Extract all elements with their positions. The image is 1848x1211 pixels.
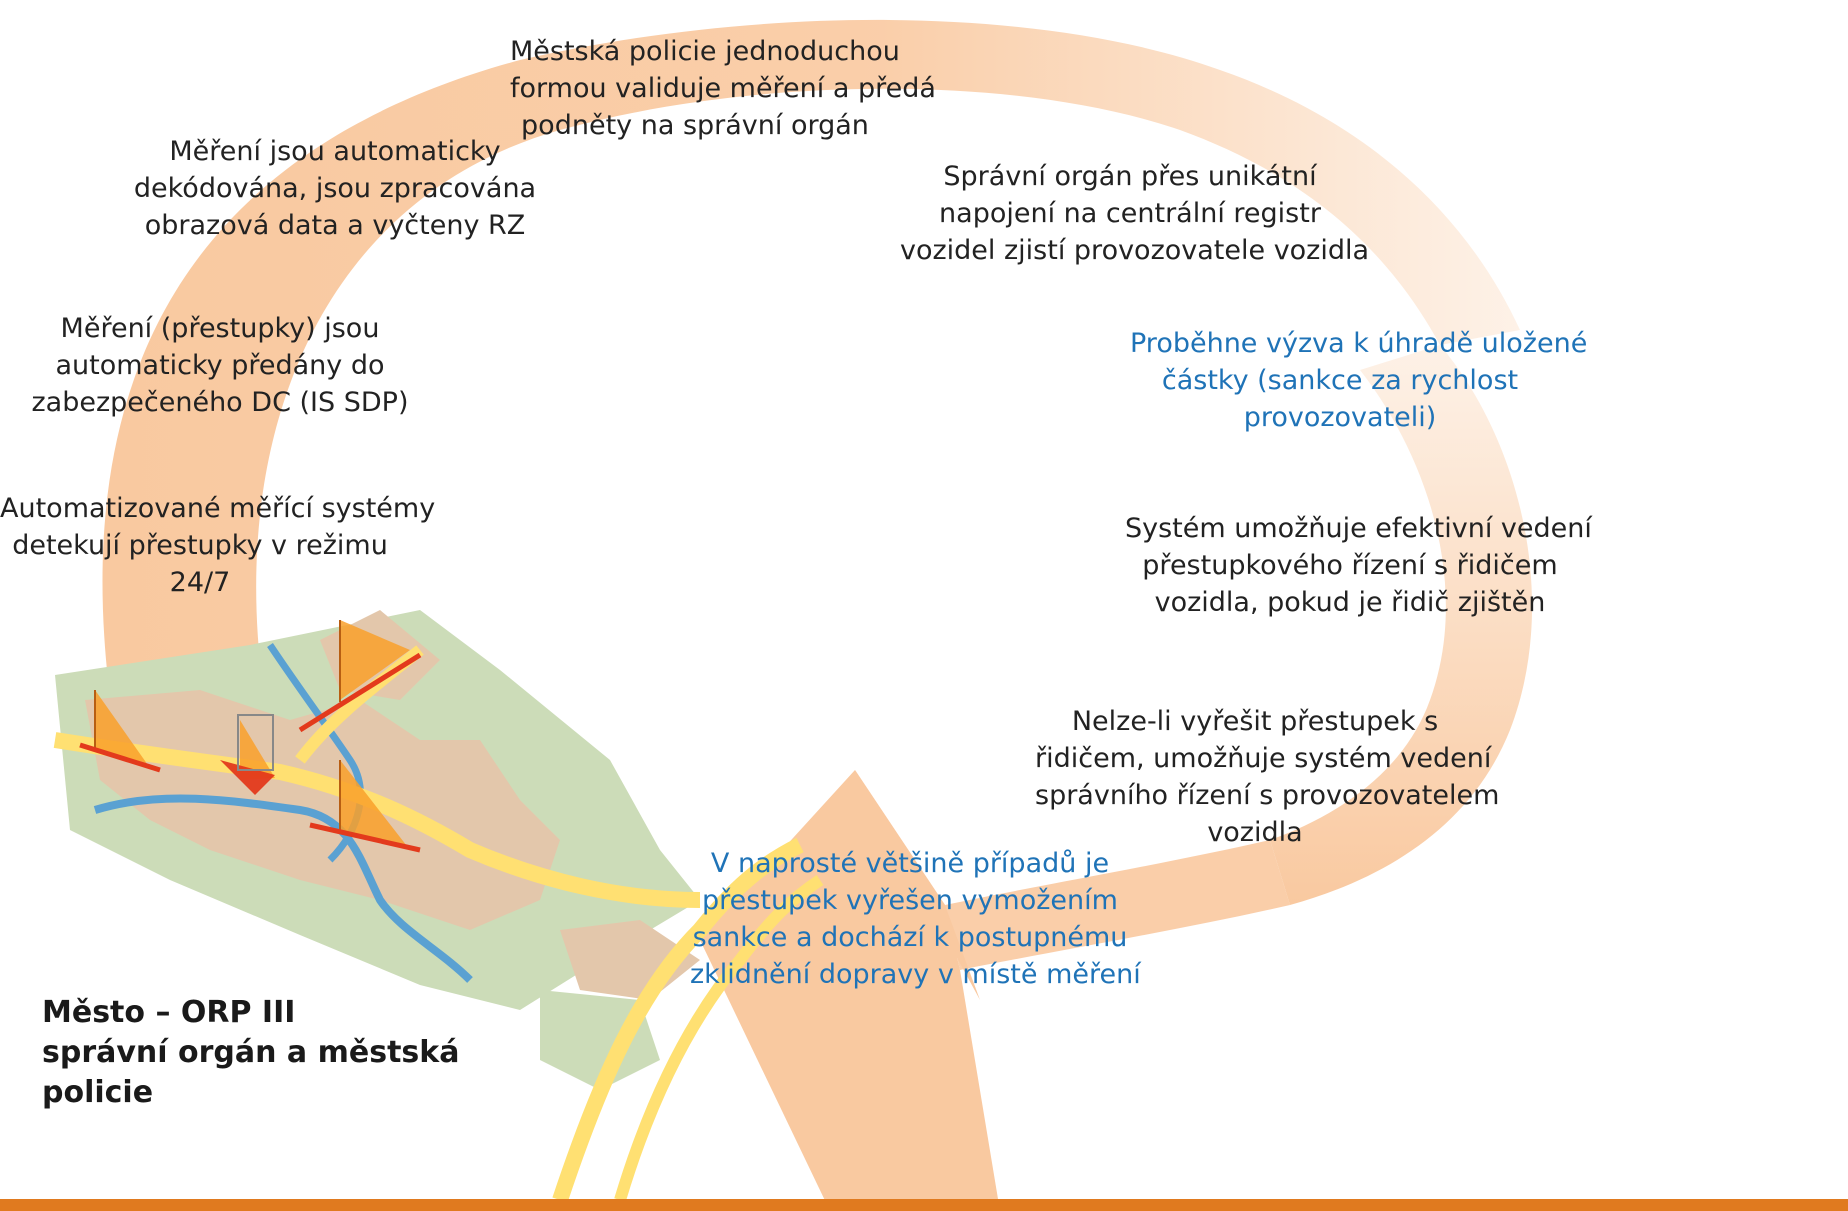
step-line: V naprosté většině případů je (710, 848, 1110, 879)
cycle-arrow-upper-band (102, 19, 1521, 681)
step-transfer: Měření (přestupky) jsou automaticky před… (20, 310, 420, 421)
city-label-line: Město – ORP III (42, 995, 296, 1030)
step-line: Systém umožňuje efektivní vedení (1125, 513, 1592, 544)
bottom-bar (0, 1199, 1848, 1211)
step-line: zklidnění dopravy v místě měření (690, 959, 1141, 990)
map-urban-area-1 (85, 690, 560, 930)
map-highway-2 (614, 875, 824, 1202)
step-line: provozovateli) (1243, 402, 1437, 433)
step-line: Měření (přestupky) jsou (60, 313, 380, 344)
cycle-arrow (102, 19, 1533, 1211)
cycle-arrow-lower-band (945, 840, 1290, 970)
step-line: přestupkového řízení s řidičem (1142, 550, 1558, 581)
sensor-1 (79, 690, 161, 773)
step-line: obrazová data a vyčteny RZ (144, 210, 526, 241)
step-registry: Správní orgán přes unikátní napojení na … (900, 158, 1370, 269)
cycle-arrow-right-band (1270, 345, 1533, 905)
step-line: Proběhne výzva k úhradě uložené (1130, 328, 1588, 359)
step-line: přestupek vyřešen vymožením (702, 885, 1118, 916)
map-main-road (53, 732, 701, 908)
step-payment-call: Proběhne výzva k úhradě uložené částky (… (1130, 325, 1588, 436)
step-line: vozidel zjistí provozovatele vozidla (900, 235, 1370, 266)
step-line: řidičem, umožňuje systém vedení (1035, 743, 1492, 774)
step-line: Měření jsou automaticky (169, 136, 501, 167)
city-label-line: policie (42, 1075, 154, 1110)
step-line: Správní orgán přes unikátní (943, 161, 1317, 192)
step-line: částky (sankce za rychlost (1161, 365, 1519, 396)
step-driver-proceedings: Systém umožňuje efektivní vedení přestup… (1125, 510, 1592, 621)
sensor-4 (309, 760, 421, 853)
step-line: vozidla (1207, 817, 1303, 848)
step-line: napojení na centrální registr (939, 198, 1321, 229)
step-line: formou validuje měření a předá (510, 73, 936, 104)
city-label: Město – ORP III správní orgán a městská … (42, 993, 459, 1113)
step-line: automaticky předány do (55, 350, 385, 381)
step-line: detekují přestupky v režimu (12, 530, 388, 561)
step-line: zabezpečeného DC (IS SDP) (31, 387, 409, 418)
city-label-line: správní orgán a městská (42, 1035, 460, 1070)
map-highway-1 (552, 837, 804, 1203)
cycle-arrow-head-body (700, 770, 1000, 1211)
step-detection: Automatizované měřící systémy detekují p… (0, 490, 436, 601)
step-line: Městská policie jednoduchou (510, 36, 900, 67)
sensor-3 (298, 620, 422, 733)
step-operator-proceedings: Nelze-li vyřešit přestupek s řidičem, um… (1035, 703, 1500, 851)
city-map-illustration (53, 610, 824, 1203)
step-line: Automatizované měřící systémy (0, 493, 436, 524)
sensor-2 (220, 714, 275, 795)
step-validation: Městská policie jednoduchou formou valid… (510, 33, 936, 144)
step-line: sankce a dochází k postupnému (692, 922, 1128, 953)
step-line: podněty na správní orgán (521, 110, 869, 141)
step-resolution: V naprosté většině případů je přestupek … (690, 845, 1141, 993)
step-line: správního řízení s provozovatelem (1035, 780, 1500, 811)
step-decoding: Měření jsou automaticky dekódována, jsou… (125, 133, 545, 244)
step-line: 24/7 (169, 567, 231, 598)
step-line: Nelze-li vyřešit přestupek s (1071, 706, 1439, 737)
step-line: dekódována, jsou zpracována (133, 173, 537, 204)
step-line: vozidla, pokud je řidič zjištěn (1154, 587, 1546, 618)
